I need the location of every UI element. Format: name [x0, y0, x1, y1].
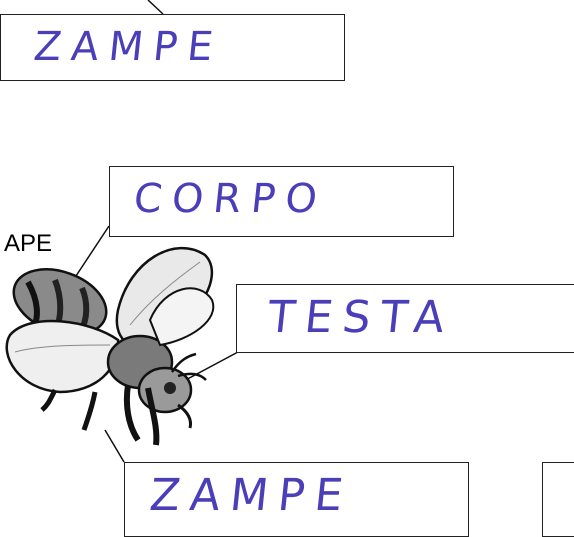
- answer-box-right-partial[interactable]: [542, 462, 574, 537]
- bee-icon: [5, 248, 214, 445]
- answer-text-testa: TESTA: [265, 292, 457, 343]
- leader-line-zampe: [105, 430, 124, 462]
- answer-text-corpo: CORPO: [132, 176, 330, 222]
- animal-label: APE: [4, 230, 52, 258]
- answer-text-top: ZAMPE: [32, 24, 226, 70]
- leader-line-corpo: [72, 226, 109, 282]
- leader-line-top: [148, 0, 163, 14]
- answer-text-zampe: ZAMPE: [147, 470, 355, 521]
